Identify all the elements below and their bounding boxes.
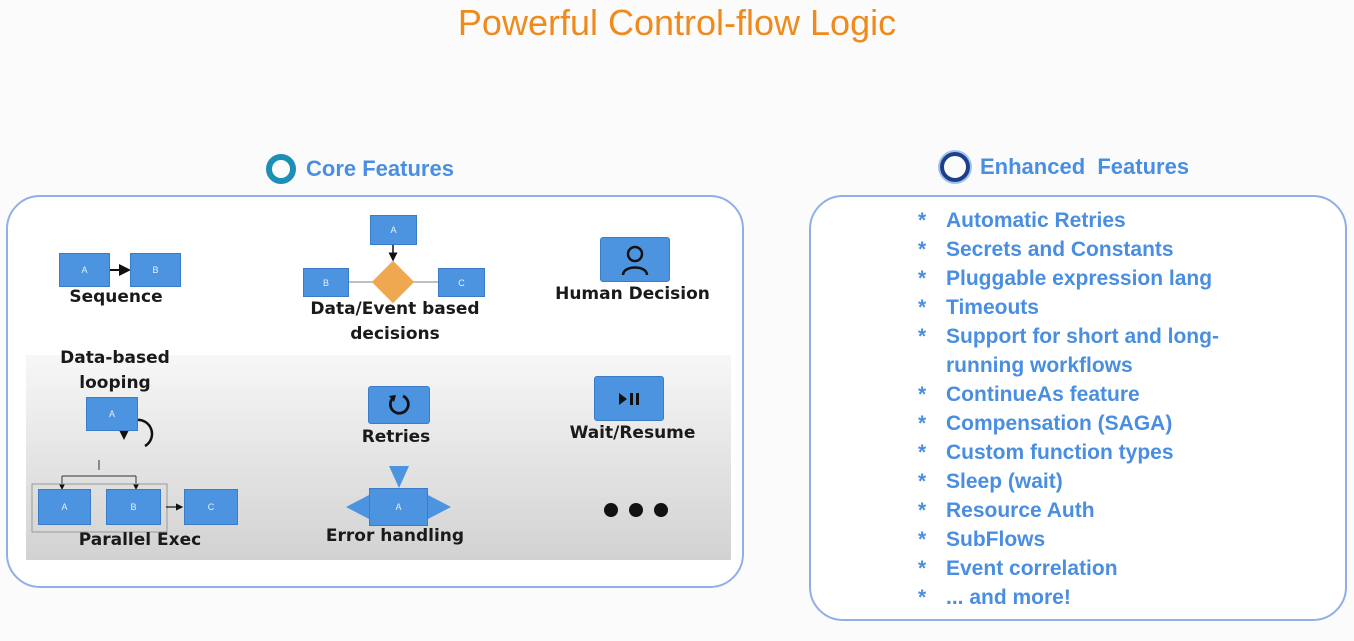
sequence-label: Sequence: [69, 287, 163, 307]
looping-label-line2: looping: [79, 373, 151, 393]
core-ring-icon: [266, 154, 296, 184]
feature-text: Secrets and Constants: [946, 238, 1174, 261]
feature-text: ... and more!: [946, 586, 1071, 609]
feature-text: Sleep (wait): [946, 470, 1063, 493]
bullet-star: *: [918, 267, 927, 290]
feature-text: Event correlation: [946, 557, 1118, 580]
feature-item: * Secrets and Constants: [918, 235, 1219, 264]
bullet-star: *: [918, 238, 927, 261]
bullet-star: *: [918, 412, 927, 435]
dot: [654, 503, 668, 517]
dot: [629, 503, 643, 517]
decision-box-b: B: [303, 268, 349, 297]
error-box-a: A: [369, 488, 428, 526]
feature-text: Timeouts: [946, 296, 1039, 319]
feature-item: * ... and more!: [918, 583, 1219, 612]
play-pause-icon: [619, 392, 639, 405]
looping-box-a: A: [86, 397, 138, 431]
feature-text: running workflows: [946, 354, 1133, 377]
enhanced-features-panel: [809, 195, 1347, 621]
dot: [604, 503, 618, 517]
bullet-star: *: [918, 296, 927, 319]
decision-box-a: A: [370, 215, 417, 245]
looping-label-line1: Data-based: [60, 348, 170, 368]
feature-item: * ContinueAs feature: [918, 380, 1219, 409]
retries-label: Retries: [361, 427, 431, 447]
feature-text: Custom function types: [946, 441, 1174, 464]
wait-resume-label: Wait/Resume: [569, 423, 696, 443]
decision-box-c: C: [438, 268, 485, 297]
feature-item: * Sleep (wait): [918, 467, 1219, 496]
retries-box: [368, 386, 430, 424]
feature-item: * Automatic Retries: [918, 206, 1219, 235]
ellipsis-icon: [604, 503, 668, 517]
feature-item: * Support for short and long-: [918, 322, 1219, 351]
core-features-heading: Core Features: [266, 154, 454, 184]
bullet-star: *: [918, 499, 927, 522]
parallel-box-a: A: [38, 489, 91, 525]
parallel-exec-label: Parallel Exec: [78, 530, 202, 550]
bullet-star: *: [918, 470, 927, 493]
error-handling-label: Error handling: [325, 526, 465, 546]
feature-text: Resource Auth: [946, 499, 1095, 522]
core-features-title: Core Features: [306, 156, 454, 181]
feature-item: * Resource Auth: [918, 496, 1219, 525]
looping-label: Data-based looping: [45, 346, 185, 396]
feature-text: ContinueAs feature: [946, 383, 1140, 406]
enhanced-features-list: * Automatic Retries * Secrets and Constants…: [918, 206, 1219, 612]
sequence-box-a: A: [59, 253, 110, 287]
feature-item: * Event correlation: [918, 554, 1219, 583]
decisions-label: Data/Event based decisions: [285, 297, 505, 347]
sequence-box-b: B: [130, 253, 181, 287]
feature-text: SubFlows: [946, 528, 1046, 551]
bullet-star: [918, 351, 946, 380]
bullet-star: *: [918, 325, 927, 348]
bullet-star: *: [918, 528, 927, 551]
feature-item: * Pluggable expression lang: [918, 264, 1219, 293]
feature-item: * Custom function types: [918, 438, 1219, 467]
bullet-star: *: [918, 383, 927, 406]
bullet-star: *: [918, 586, 927, 609]
person-icon: [621, 245, 649, 275]
bullet-star: *: [918, 557, 927, 580]
decisions-label-line2: decisions: [350, 324, 440, 344]
enhanced-features-title: Enhanced Features: [980, 154, 1190, 179]
parallel-box-c: C: [184, 489, 238, 525]
feature-item: * Timeouts: [918, 293, 1219, 322]
feature-text: Automatic Retries: [946, 209, 1126, 232]
retry-icon: [388, 394, 410, 415]
parallel-box-b: B: [106, 489, 161, 525]
wait-resume-box: [594, 376, 664, 421]
feature-text: Support for short and long-: [946, 325, 1219, 348]
slide-title: Powerful Control-flow Logic: [457, 2, 897, 43]
bullet-star: *: [918, 441, 927, 464]
feature-text: Compensation (SAGA): [946, 412, 1173, 435]
human-decision-box: [600, 237, 670, 282]
decisions-label-line1: Data/Event based: [310, 299, 480, 319]
feature-item: * Compensation (SAGA): [918, 409, 1219, 438]
bullet-star: *: [918, 209, 927, 232]
enhanced-ring-icon: [940, 152, 970, 182]
enhanced-features-heading: Enhanced Features: [940, 152, 1189, 182]
feature-item: * SubFlows: [918, 525, 1219, 554]
human-decision-label: Human Decision: [555, 284, 710, 304]
feature-item: running workflows: [918, 351, 1219, 380]
feature-text: Pluggable expression lang: [946, 267, 1213, 290]
